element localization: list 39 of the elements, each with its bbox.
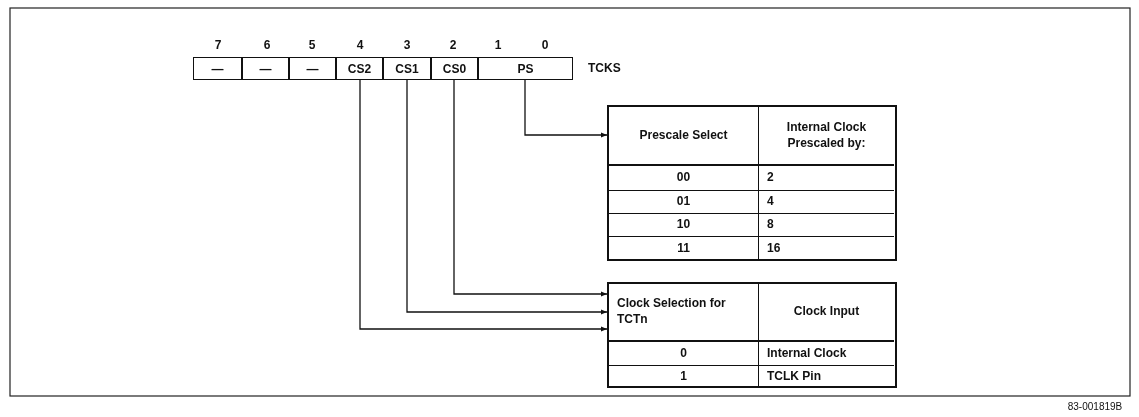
bit-number: 7 (214, 38, 222, 52)
table-cell: 4 (759, 191, 894, 214)
register-bit-field: CS0 (431, 57, 478, 80)
bit-number: 4 (356, 38, 364, 52)
table-cell: 01 (609, 191, 759, 214)
table-cell: 00 (609, 166, 759, 191)
table (607, 105, 897, 261)
arrow (406, 79, 608, 315)
figure-number: 83-001819B (1067, 400, 1123, 412)
register-bit-field: CS1 (383, 57, 431, 80)
arrow (453, 79, 608, 297)
bit-number: 1 (494, 38, 502, 52)
table-cell: 1 (609, 366, 759, 388)
table-header-cell: Clock Selection for TCTn (609, 284, 759, 342)
register-bit-field: — (193, 57, 242, 80)
register-name: TCKS (588, 61, 621, 75)
register-bit-field: PS (478, 57, 573, 80)
table-header-cell: Clock Input (759, 284, 894, 342)
arrow (359, 79, 608, 332)
table-cell-text: 16 (766, 240, 782, 258)
bit-number: 3 (403, 38, 411, 52)
bit-number: 6 (263, 38, 271, 52)
bit-number: 0 (541, 38, 549, 52)
table-header-cell: Prescale Select (609, 107, 759, 166)
register-bit-field: CS2 (336, 57, 383, 80)
arrow (524, 79, 608, 138)
table-cell: 0 (609, 342, 759, 366)
table-header-cell: Internal Clock Prescaled by: (759, 107, 894, 166)
table-cell: 10 (609, 214, 759, 237)
register-bit-field: — (289, 57, 336, 80)
table-cell-text: TCLK Pin (766, 368, 822, 386)
bit-number: 5 (308, 38, 316, 52)
register-bit-field: — (242, 57, 289, 80)
bit-number: 2 (449, 38, 457, 52)
table-cell: 2 (759, 166, 894, 191)
table (607, 282, 897, 388)
table-cell: 8 (759, 214, 894, 237)
table-cell: Internal Clock (759, 342, 894, 366)
table-cell: 11 (609, 237, 759, 261)
